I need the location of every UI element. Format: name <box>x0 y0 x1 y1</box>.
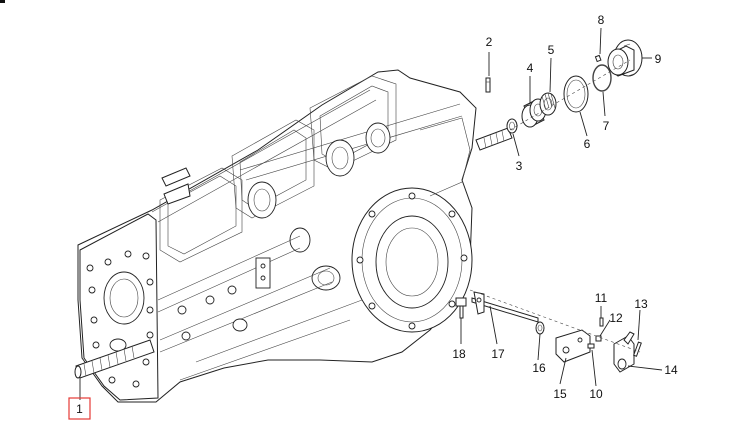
callout-13[interactable]: 13 <box>634 297 648 311</box>
part-2-pin[interactable] <box>485 77 491 93</box>
callout-16[interactable]: 16 <box>532 361 546 375</box>
callout-14[interactable]: 14 <box>664 363 678 377</box>
part-17-shaft[interactable] <box>471 291 539 323</box>
part-14-lever[interactable] <box>613 331 635 373</box>
callout-12[interactable]: 12 <box>609 311 623 325</box>
leader-lines <box>79 27 663 400</box>
part-10-pin[interactable] <box>587 343 595 349</box>
part-11-pin[interactable] <box>599 317 604 327</box>
callout-7[interactable]: 7 <box>603 119 610 133</box>
callout-2[interactable]: 2 <box>486 35 493 49</box>
part-7-snap-ring[interactable] <box>592 64 612 92</box>
callout-6[interactable]: 6 <box>584 137 591 151</box>
callout-15[interactable]: 15 <box>553 387 567 401</box>
callout-11[interactable]: 11 <box>595 291 608 305</box>
callout-labels: 1 2 3 4 5 6 7 8 9 10 11 12 13 14 15 16 1… <box>68 13 678 420</box>
part-13-pin[interactable] <box>633 341 642 357</box>
part-12-spring[interactable] <box>595 335 602 342</box>
callout-4[interactable]: 4 <box>527 61 534 75</box>
callout-8[interactable]: 8 <box>598 13 605 27</box>
callout-1[interactable]: 1 <box>76 402 83 416</box>
transmission-housing[interactable] <box>74 69 477 403</box>
callout-1-highlight <box>68 397 91 420</box>
callout-5[interactable]: 5 <box>548 43 555 57</box>
part-8-pin[interactable] <box>594 54 602 63</box>
callout-10[interactable]: 10 <box>589 387 603 401</box>
callout-3[interactable]: 3 <box>516 159 523 173</box>
corner-mark <box>0 0 5 3</box>
input-shaft-stub <box>475 127 513 151</box>
callout-18[interactable]: 18 <box>452 347 466 361</box>
part-5-spline-hub[interactable] <box>539 92 557 116</box>
part-6-ring[interactable] <box>563 75 589 113</box>
part-16-washer[interactable] <box>535 321 545 335</box>
part-9-cover[interactable] <box>607 39 643 77</box>
part-18-bolt[interactable] <box>455 297 467 319</box>
callout-9[interactable]: 9 <box>655 52 662 66</box>
part-3-washer[interactable] <box>506 118 518 134</box>
part-15-plate[interactable] <box>555 329 591 363</box>
callout-17[interactable]: 17 <box>491 347 505 361</box>
